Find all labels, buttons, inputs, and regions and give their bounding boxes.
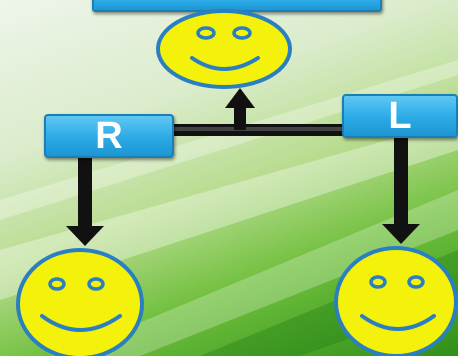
left-box: L bbox=[342, 94, 458, 138]
horizontal-connector bbox=[170, 124, 346, 136]
bottom-right-smiley-icon bbox=[334, 246, 458, 356]
bottom-left-smiley-icon bbox=[16, 248, 144, 356]
left-down-arrow bbox=[66, 157, 104, 246]
top-smiley-icon bbox=[156, 9, 292, 89]
up-arrow bbox=[225, 88, 255, 130]
right-down-arrow bbox=[382, 138, 420, 244]
right-box: R bbox=[44, 114, 174, 158]
